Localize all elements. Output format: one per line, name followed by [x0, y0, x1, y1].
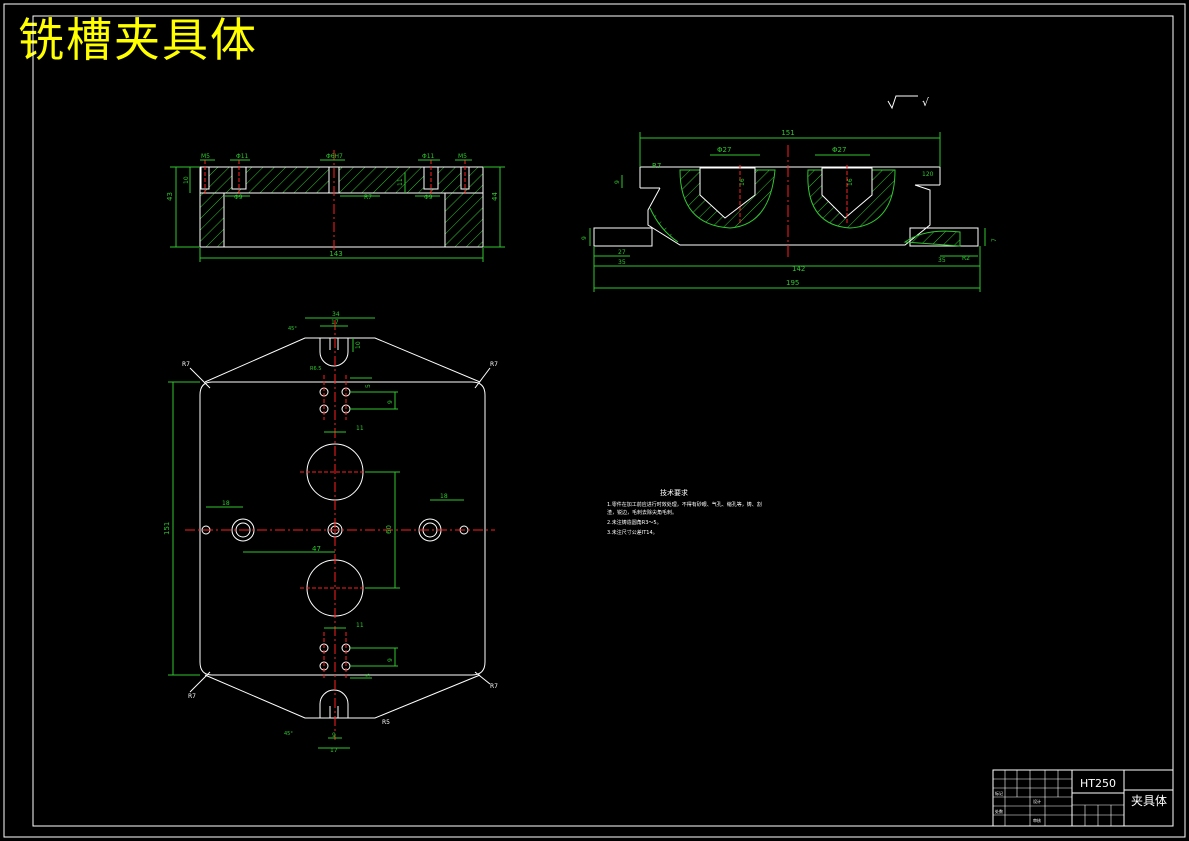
side-dim-right-foot: 35	[938, 257, 946, 264]
side-dim-depth-left: 16	[739, 178, 746, 186]
plan-slot-w-top: 34	[332, 311, 340, 318]
notes-line-3: 2.未注铸造圆角R3～5。	[607, 519, 662, 526]
plan-height: 151	[163, 522, 171, 535]
front-dim-step: 11	[397, 178, 404, 186]
plan-hole-w-top: 11	[356, 425, 364, 432]
front-dim-m5-right: M5	[458, 153, 467, 160]
plan-r-tl: R7	[182, 361, 190, 368]
plan-slot-inner-bot: 9	[332, 732, 336, 739]
side-dim-foot-b: 35	[618, 259, 626, 266]
roughness-symbol: √	[922, 96, 930, 109]
front-dim-center-hole: Φ6H7	[326, 153, 343, 160]
side-dim-left-h: 9	[614, 180, 621, 184]
plan-ch-bl: 45°	[284, 731, 293, 737]
front-dim-cbore-right: Φ9	[424, 194, 433, 201]
front-dim-overall: 143	[329, 250, 342, 258]
plan-center-dist: 47	[312, 545, 321, 553]
side-dim-inner: 142	[792, 265, 805, 273]
side-dim-top: 151	[781, 129, 794, 137]
plan-hole-spacing-top: 5	[365, 384, 372, 388]
plan-hole-w-bot: 11	[356, 622, 364, 629]
front-dim-height-left: 43	[166, 192, 174, 201]
front-dim-height-right: 44	[491, 192, 499, 201]
technical-notes: 技术要求 1.零件在加工前应进行时效处理，不得有砂眼、气孔、缩孔等，铸、割 渣，…	[607, 488, 762, 536]
tb-label-b: 处数	[995, 808, 1003, 814]
notes-line-4: 3.未注尺寸公差IT14。	[607, 529, 658, 536]
plan-slot-w-bot: 17	[330, 747, 338, 754]
side-view: 151 R7 Φ27 Φ27 16 16 9 9 27 35 142 195 3…	[581, 129, 998, 292]
side-dim-r7: R7	[652, 162, 661, 170]
plan-slot-depth-top: 10	[355, 341, 362, 349]
plan-r-bl: R7	[188, 693, 196, 700]
material-label: HT250	[1080, 777, 1116, 790]
notes-line-1: 1.零件在加工前应进行时效处理，不得有砂眼、气孔、缩孔等，铸、割	[607, 501, 762, 508]
side-dim-depth-right: 16	[847, 178, 854, 186]
plan-right-off: 18	[440, 493, 448, 500]
front-dim-top: 10	[183, 176, 190, 184]
plan-hole-spacing-bot: 5	[365, 673, 372, 677]
plan-hole-pitch-top: 9	[387, 400, 394, 404]
tb-label-c: 设计	[1033, 798, 1041, 804]
notes-line-2: 渣，锐边，毛刺去除尖角毛刺。	[607, 509, 677, 516]
front-view: 143 43 44 M5 M5 Φ11 Φ11 Φ6H7 Φ9 Φ9 R7 11…	[166, 150, 505, 262]
plan-r65: R6.5	[310, 366, 321, 372]
side-dim-left-foot: 9	[581, 236, 588, 240]
plan-left-off: 18	[222, 500, 230, 507]
notes-heading: 技术要求	[660, 488, 688, 497]
front-dim-cbore-left: Φ9	[234, 194, 243, 201]
front-dim-hole-left: Φ11	[236, 153, 249, 160]
plan-r5: R5	[382, 719, 390, 726]
tb-label-d: 审核	[1033, 817, 1041, 823]
plan-r-br: R7	[490, 683, 498, 690]
drawing-title: 铣槽夹具体	[18, 13, 258, 67]
plan-hole-pitch-bot: 9	[387, 658, 394, 662]
roughness-mark: √	[887, 95, 930, 110]
front-dim-m5-left: M5	[201, 153, 210, 160]
side-dim-right-r: R2	[962, 255, 970, 262]
tb-label-a: 标记	[995, 790, 1003, 796]
plan-slot-inner-top: 17	[331, 319, 339, 326]
front-dim-hole-right: Φ11	[422, 153, 435, 160]
outer-frame	[3, 3, 1186, 838]
side-dim-hole-left: Φ27	[717, 146, 731, 154]
side-dim-overall: 195	[786, 279, 799, 287]
part-name: 夹具体	[1131, 794, 1167, 808]
plan-ch-tl: 45°	[288, 326, 297, 332]
side-dim-top-r: 120	[922, 171, 934, 178]
inner-frame	[32, 15, 1174, 827]
front-dim-center-depth: R7	[364, 194, 372, 201]
side-dim-hole-right: Φ27	[832, 146, 846, 154]
plan-view: R7 R7 R7 R7	[163, 311, 498, 754]
plan-r-tr: R7	[490, 361, 498, 368]
plan-bore-dist: 60	[385, 525, 393, 534]
title-block: HT250 夹具体 标记 处数 设计 审核	[992, 769, 1174, 827]
side-dim-right-h: 7	[991, 238, 998, 242]
side-dim-foot-a: 27	[618, 249, 626, 256]
